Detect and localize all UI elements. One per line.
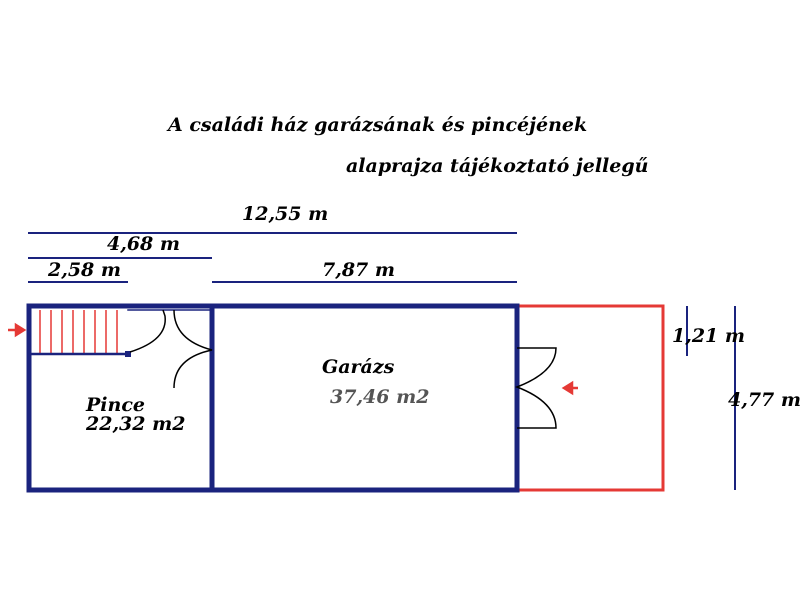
stairs-post — [125, 351, 131, 357]
room-area-garazs: 37,46 m2 — [330, 386, 429, 408]
title-line-2: alaprajza tájékoztató jellegű — [346, 155, 648, 177]
room-name-pince: Pince — [85, 394, 145, 416]
arrow-left-head — [14, 322, 27, 338]
door-pince-upper — [129, 309, 166, 353]
room-name-garazs: Garázs — [322, 356, 395, 378]
dimension-depth-small-label: 1,21 m — [672, 325, 745, 347]
extension-outline — [517, 304, 665, 492]
arrows — [8, 322, 578, 396]
outer-wall — [26, 303, 520, 493]
doors — [129, 309, 557, 429]
stairs — [39, 310, 118, 354]
room-area-pince: 22,32 m2 — [85, 413, 185, 435]
door-pince-garazs — [173, 309, 213, 389]
dimension-a-label: 4,68 m — [107, 233, 180, 255]
title-line-1: A családi ház garázsának és pincéjének — [166, 114, 587, 136]
stairs-landing — [29, 352, 130, 356]
dimension-lines — [28, 232, 736, 490]
arrow-garage-head — [561, 380, 574, 396]
dimension-b-label: 2,58 m — [47, 259, 121, 281]
dimension-total-label: 12,55 m — [242, 203, 328, 225]
walls — [26, 303, 520, 493]
dimension-c-label: 7,87 m — [322, 259, 395, 281]
door-garazs — [514, 347, 557, 429]
dimension-depth-total-label: 4,77 m — [728, 389, 800, 411]
